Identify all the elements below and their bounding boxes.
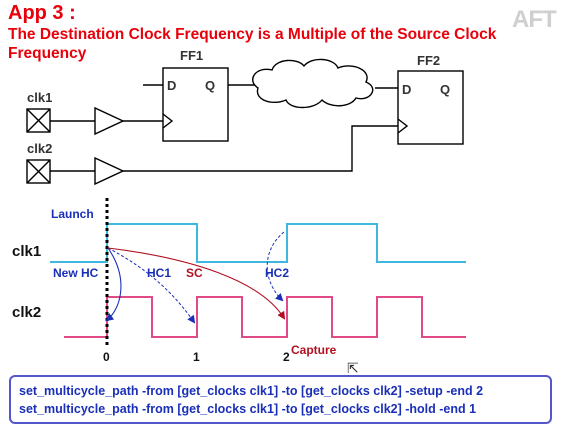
ff2-box [397,70,464,145]
ff2-clock-notch [397,118,409,134]
hc2-label: HC2 [265,266,289,280]
ff1-box [162,67,229,142]
circuit-schematic [26,67,464,186]
slide-title: App 3 : [8,2,76,24]
ff1-d-pin: D [167,78,176,93]
clk2-wave-label: clk2 [12,304,41,321]
logic-cloud-icon [252,58,374,109]
hold-command: set_multicycle_path -from [get_clocks cl… [19,402,477,416]
slide-subtitle: The Destination Clock Frequency is a Mul… [8,26,497,62]
brand-logo: AFT [512,6,557,33]
sc-arrow [107,247,286,320]
ff1-q-pin: Q [205,78,215,93]
ff2-d-pin: D [402,82,411,97]
sc-label: SC [186,266,203,280]
clk1-wave-label: clk1 [12,243,41,260]
edge-label-1: 1 [193,350,200,364]
new-hc-label: New HC [53,266,99,280]
clk2-input-label: clk2 [27,141,52,156]
hc1-label: HC1 [147,266,171,280]
clk1-buffer-icon [94,106,125,136]
capture-label: Capture [291,343,337,357]
clk2-waveform [64,296,466,338]
new-hc-arrow [105,247,122,322]
edge-label-0: 0 [103,350,110,364]
launch-label: Launch [51,207,94,221]
edge-label-2: 2 [283,350,290,364]
setup-command: set_multicycle_path -from [get_clocks cl… [19,384,484,398]
clk2-buffer-icon [94,156,125,186]
mouse-cursor-icon: ⇱ [347,360,359,376]
clk1-waveform [50,223,466,263]
ff1-clock-notch [162,113,174,129]
hc1-arrow [107,247,196,324]
clk1-input-label: clk1 [27,90,52,105]
ff2-label: FF2 [417,53,440,68]
sdc-command-box: set_multicycle_path -from [get_clocks cl… [9,375,552,424]
ff1-label: FF1 [180,48,203,63]
ff2-q-pin: Q [440,82,450,97]
